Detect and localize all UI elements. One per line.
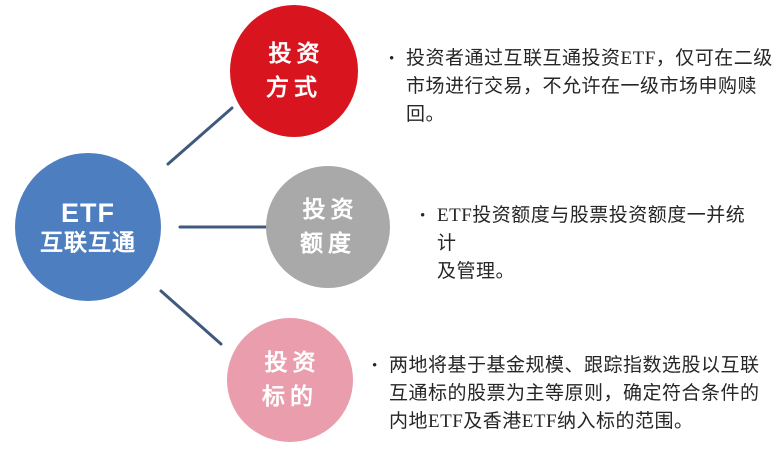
bullet-item-investment-method: • 投资者通过互联互通投资ETF，仅可在二级 市场进行交易，不允许在一级市场申购… — [389, 45, 779, 129]
bullet-marker: • — [389, 51, 395, 67]
bullet-item-investment-quota: • ETF投资额度与股票投资额度一并统计 及管理。 — [420, 202, 752, 286]
bullet-marker: • — [420, 208, 426, 224]
branch-node-investment-quota: 投资 额度 — [266, 166, 390, 288]
branch-label-investment-quota: 投资 额度 — [300, 197, 359, 256]
root-title-en: ETF — [61, 197, 115, 228]
connector-bottom-line — [159, 289, 223, 346]
bullet-marker: • — [372, 358, 378, 374]
bullet-text-investment-quota: ETF投资额度与股票投资额度一并统计 及管理。 — [437, 205, 746, 282]
root-title-zh: 互联互通 — [40, 229, 136, 255]
bullet-text-investment-method: 投资者通过互联互通投资ETF，仅可在二级 市场进行交易，不允许在一级市场申购赎回… — [406, 48, 773, 125]
connector-top-line — [166, 106, 234, 166]
bullet-text-investment-target: 两地将基于基金规模、跟踪指数选股以互联 互通标的股票为主等原则，确定符合条件的 … — [389, 355, 760, 432]
bullet-item-investment-target: • 两地将基于基金规模、跟踪指数选股以互联 互通标的股票为主等原则，确定符合条件… — [372, 352, 764, 436]
root-node-etf-connect: ETF 互联互通 — [15, 153, 161, 301]
branch-node-investment-method: 投资 方式 — [230, 5, 358, 137]
branch-node-investment-target: 投资 标的 — [227, 318, 353, 442]
branch-label-investment-target: 投资 标的 — [262, 350, 321, 409]
branch-label-investment-method: 投资 方式 — [266, 41, 325, 100]
